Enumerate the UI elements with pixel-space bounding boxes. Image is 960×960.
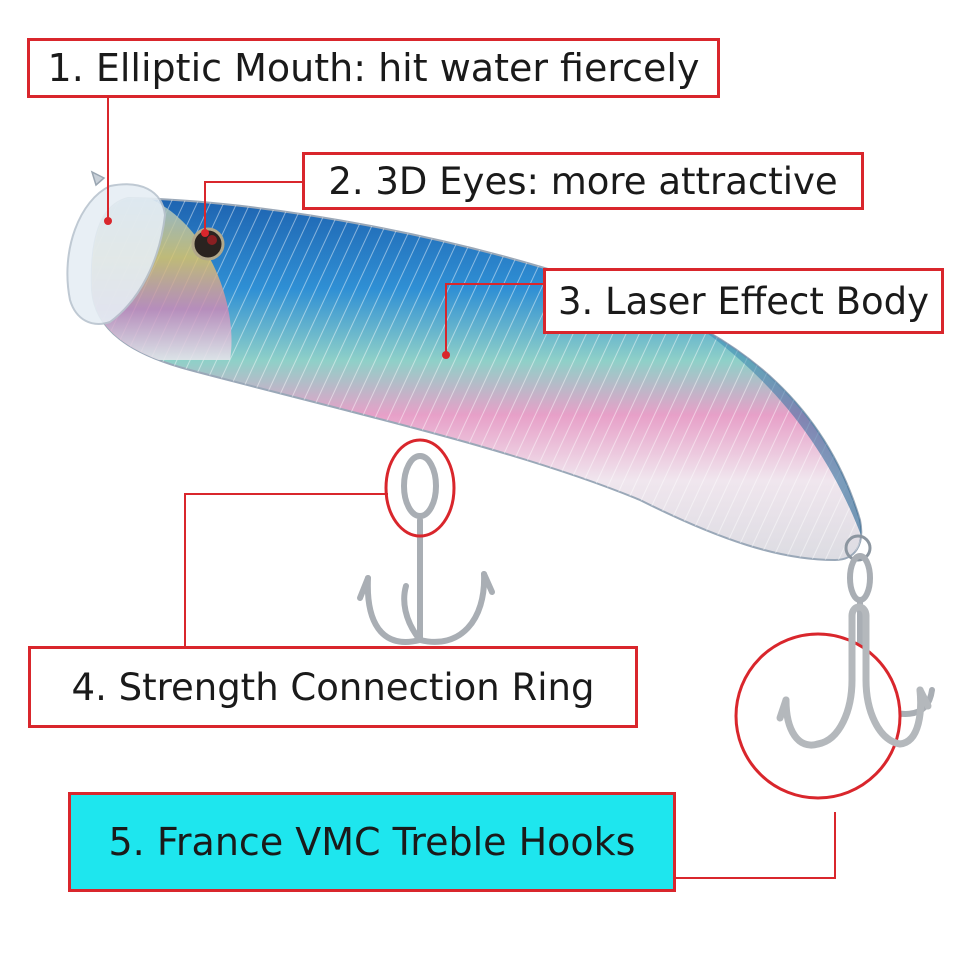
callout-text-mouth: 1. Elliptic Mouth: hit water fiercely: [47, 46, 700, 90]
callout-3d-eyes: 2. 3D Eyes: more attractive: [302, 152, 864, 210]
split-ring-icon: [384, 438, 456, 538]
callout-elliptic-mouth: 1. Elliptic Mouth: hit water fiercely: [27, 38, 720, 98]
lure-eye-icon: [191, 227, 225, 261]
callout-text-eyes: 2. 3D Eyes: more attractive: [328, 159, 838, 203]
callout-text-hooks: 5. France VMC Treble Hooks: [108, 820, 636, 864]
hook-zoom-circle: [734, 603, 932, 800]
treble-hook-icon: [357, 453, 495, 645]
callout-text-body: 3. Laser Effect Body: [557, 279, 929, 323]
callout-connection-ring: 4. Strength Connection Ring: [28, 646, 638, 728]
callout-treble-hooks: 5. France VMC Treble Hooks: [68, 792, 676, 892]
callout-laser-body: 3. Laser Effect Body: [543, 268, 944, 334]
callout-text-ring: 4. Strength Connection Ring: [71, 665, 595, 709]
fishing-lure-icon: [66, 170, 872, 562]
